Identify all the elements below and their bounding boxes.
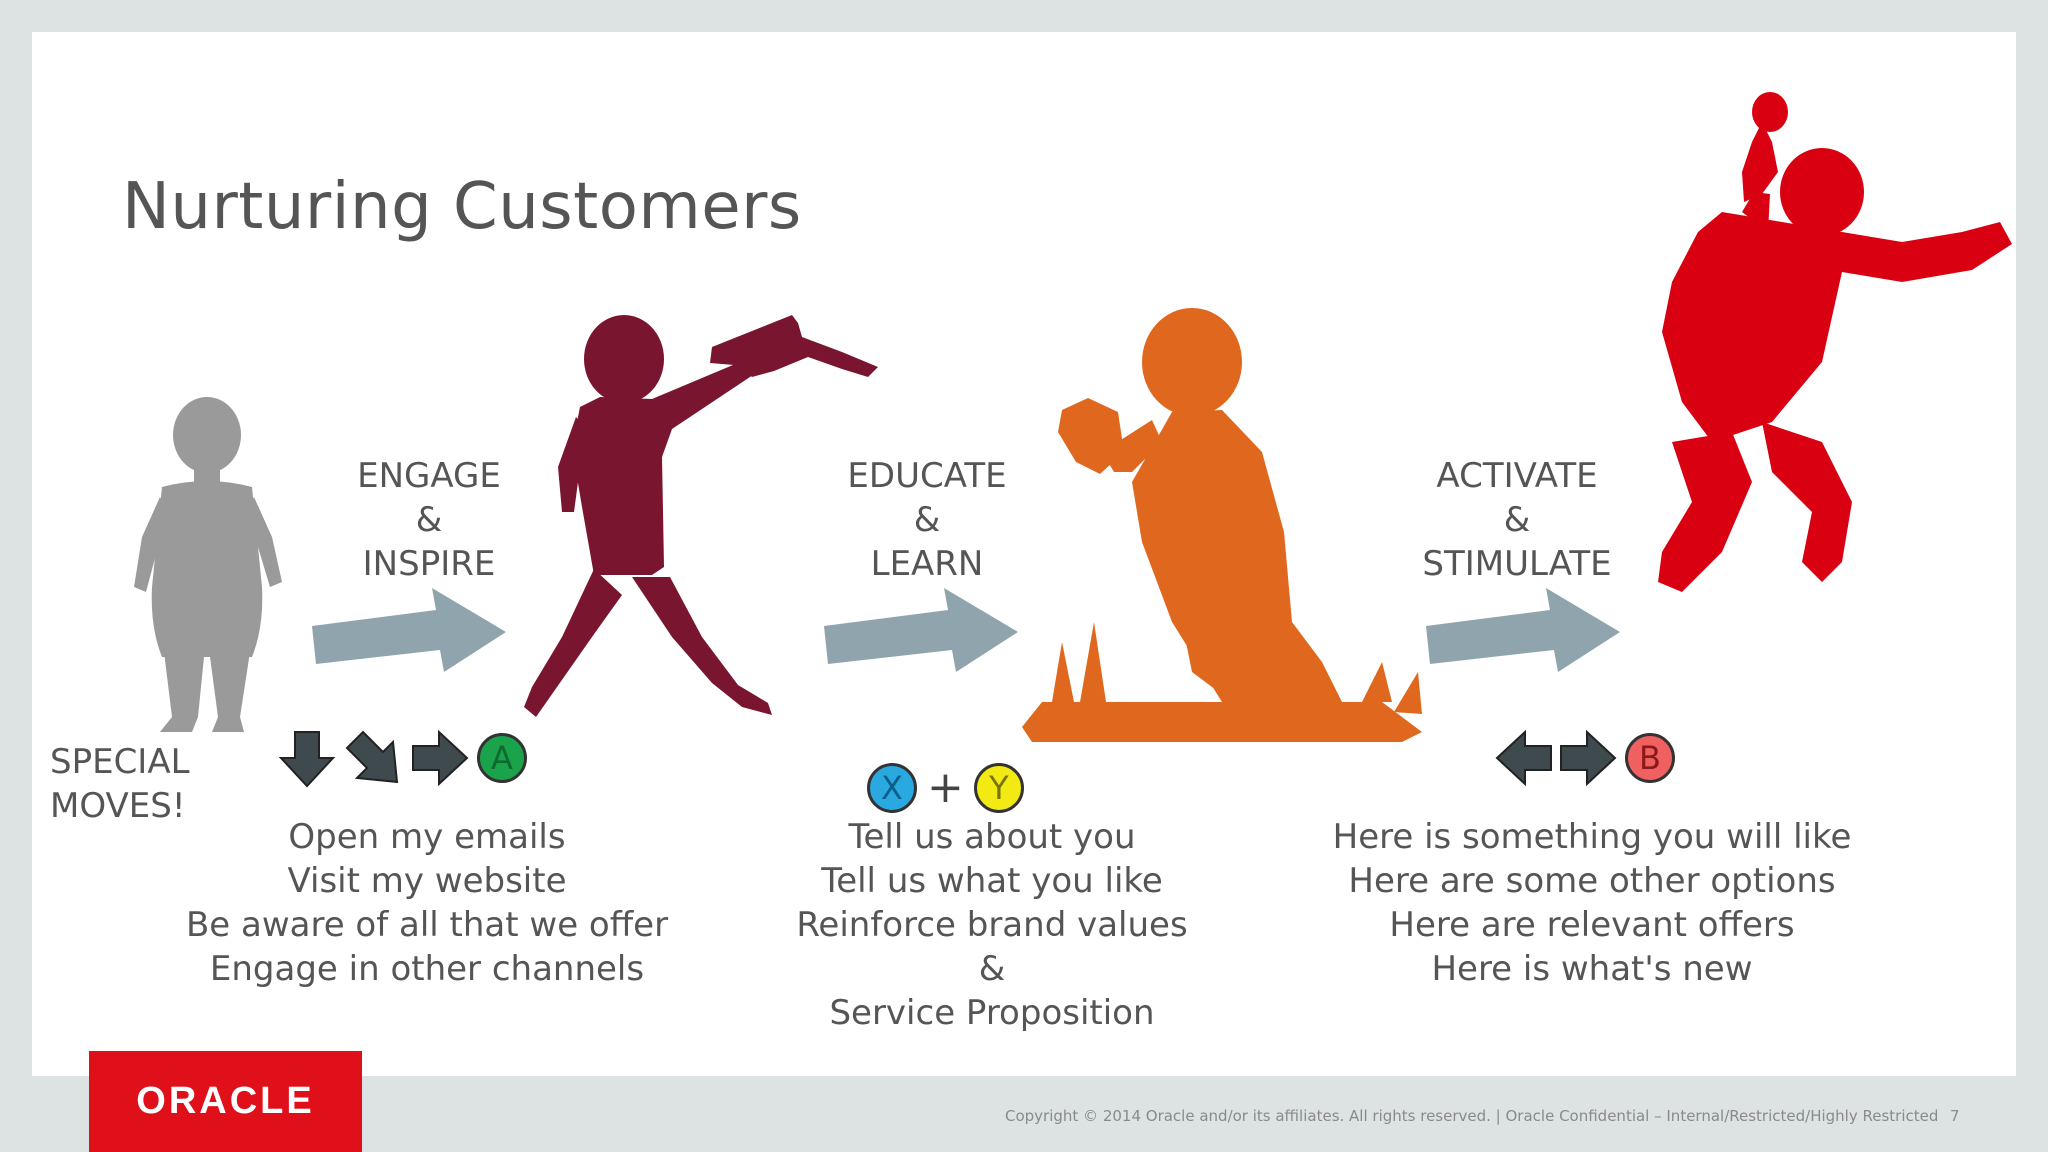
button-b-icon: B	[1625, 733, 1675, 783]
stage-arrow-3	[1426, 588, 1620, 672]
list-item: Tell us about you	[848, 817, 1136, 857]
slide: Nurturing Customers	[32, 32, 2016, 1076]
button-y-icon: Y	[973, 763, 1024, 813]
stage-arrow-1	[312, 588, 506, 672]
list-item: &	[978, 949, 1006, 989]
boy-reading-silhouette	[1022, 308, 1422, 742]
stage-line-1: ACTIVATE	[1436, 456, 1598, 496]
list-item: Here are some other options	[1348, 861, 1836, 901]
special-moves-line-1: SPECIAL	[50, 742, 190, 782]
boy-jumping-silhouette	[1658, 92, 2012, 592]
list-item: Service Proposition	[829, 993, 1155, 1033]
oracle-logo: ORACLE	[89, 1051, 362, 1152]
slide-title: Nurturing Customers	[122, 170, 802, 244]
toddler-silhouette	[134, 397, 282, 732]
stage-line-3: LEARN	[870, 544, 984, 584]
move-sequence-1: A	[277, 728, 527, 788]
stage-line-2: &	[913, 500, 941, 540]
stage-line-1: ENGAGE	[357, 456, 501, 496]
special-moves-line-2: MOVES!	[50, 786, 186, 826]
list-item: Tell us what you like	[821, 861, 1163, 901]
stage-line-3: INSPIRE	[362, 544, 496, 584]
stage-activate-stimulate: ACTIVATE & STIMULATE	[1382, 454, 1652, 586]
stage-line-1: EDUCATE	[847, 456, 1007, 496]
stage-educate-learn: EDUCATE & LEARN	[807, 454, 1047, 586]
boy-with-plane-silhouette	[524, 315, 878, 717]
arrow-down-right-icon	[345, 730, 399, 784]
activate-description: Here is something you will like Here are…	[1282, 815, 1902, 991]
arrow-left-icon	[1495, 729, 1552, 787]
stage-arrow-2	[824, 588, 1018, 672]
list-item: Here is something you will like	[1332, 817, 1852, 857]
list-item: Here is what's new	[1431, 949, 1753, 989]
arrow-down-icon	[278, 731, 336, 788]
arrow-right-icon	[1560, 729, 1617, 787]
arrow-right-icon	[412, 729, 469, 787]
engage-description: Open my emails Visit my website Be aware…	[152, 815, 702, 991]
list-item: Engage in other channels	[209, 949, 645, 989]
stage-line-2: &	[1503, 500, 1531, 540]
button-x-icon: X	[867, 763, 917, 813]
button-a-icon: A	[477, 733, 527, 783]
list-item: Reinforce brand values	[796, 905, 1188, 945]
list-item: Visit my website	[287, 861, 567, 901]
move-sequence-2: X + Y	[867, 763, 1024, 813]
oracle-logo-text: ORACLE	[136, 1080, 315, 1122]
list-item: Open my emails	[288, 817, 566, 857]
special-moves-label: SPECIAL MOVES!	[50, 740, 190, 828]
stage-engage-inspire: ENGAGE & INSPIRE	[319, 454, 539, 586]
copyright-footer: Copyright © 2014 Oracle and/or its affil…	[1005, 1107, 1939, 1125]
move-sequence-3: B	[1495, 728, 1675, 788]
stage-line-2: &	[415, 500, 443, 540]
stage-line-3: STIMULATE	[1422, 544, 1612, 584]
page-number: 7	[1950, 1107, 1960, 1125]
educate-description: Tell us about you Tell us what you like …	[727, 815, 1257, 1035]
plus-sign: +	[927, 762, 964, 813]
list-item: Be aware of all that we offer	[185, 905, 669, 945]
list-item: Here are relevant offers	[1389, 905, 1795, 945]
